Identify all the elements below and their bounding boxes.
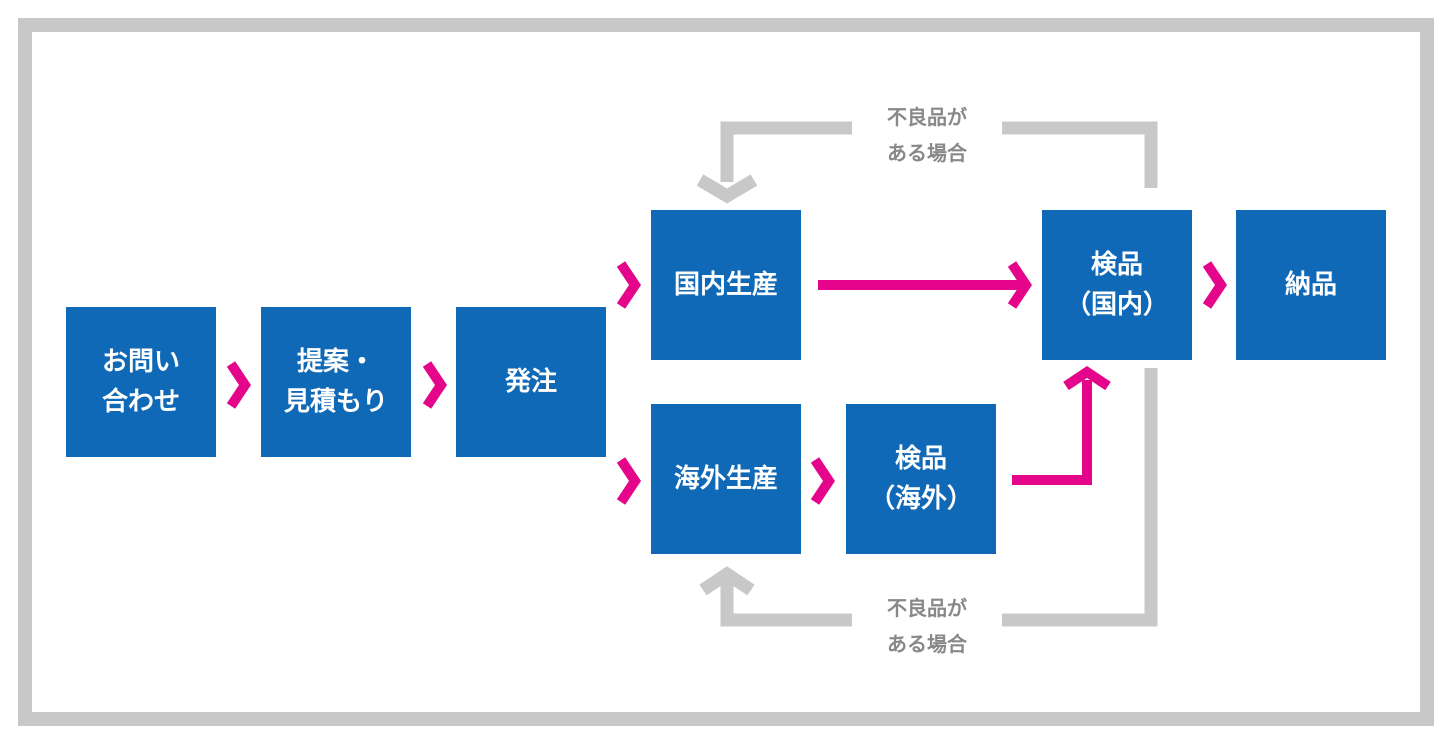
step-inquiry-line2: 合わせ xyxy=(101,387,180,417)
defect-note-top: 不良品が ある場合 xyxy=(852,99,1002,171)
step-proposal-line2: 見積もり xyxy=(283,387,388,417)
step-overseas-production-label: 海外生産 xyxy=(673,463,778,494)
chevron-overseas-inspection xyxy=(810,457,836,505)
return-arrowhead-bottom xyxy=(699,566,755,596)
chevron-order-domestic xyxy=(616,261,642,309)
chevron-inspection-delivery xyxy=(1202,261,1228,309)
step-inspection-domestic-line2: （国内） xyxy=(1064,290,1169,320)
step-inspection-overseas-line2: （海外） xyxy=(868,484,973,514)
step-inspection-domestic: 検品 （国内） xyxy=(1042,210,1192,360)
step-order: 発注 xyxy=(456,307,606,457)
step-inquiry: お問い 合わせ xyxy=(66,307,216,457)
step-inspection-overseas: 検品 （海外） xyxy=(846,404,996,554)
step-overseas-production: 海外生産 xyxy=(651,404,801,554)
defect-note-bottom-line1: 不良品が xyxy=(887,596,967,620)
defect-note-bottom: 不良品が ある場合 xyxy=(852,590,1002,662)
step-inspection-domestic-line1: 検品 xyxy=(1090,249,1143,280)
chevron-order-overseas xyxy=(616,457,642,505)
step-domestic-production-label: 国内生産 xyxy=(673,269,778,300)
step-inspection-overseas-line1: 検品 xyxy=(894,443,947,474)
defect-note-top-line1: 不良品が xyxy=(887,105,967,129)
arrowhead-domestic-to-inspection xyxy=(1007,261,1033,309)
defect-note-top-line2: ある場合 xyxy=(887,141,967,165)
return-arrowhead-top xyxy=(696,174,758,204)
step-delivery-label: 納品 xyxy=(1284,269,1337,300)
step-inquiry-line1: お問い xyxy=(101,346,180,377)
chevron-proposal-order xyxy=(422,361,448,409)
chevron-inquiry-proposal xyxy=(226,361,252,409)
step-order-label: 発注 xyxy=(504,366,557,397)
step-proposal: 提案・ 見積もり xyxy=(261,307,411,457)
step-proposal-line1: 提案・ xyxy=(296,346,375,377)
defect-note-bottom-line2: ある場合 xyxy=(887,632,967,656)
arrow-overseas-to-inspection xyxy=(1012,380,1092,485)
step-delivery: 納品 xyxy=(1236,210,1386,360)
arrowhead-overseas-to-inspection xyxy=(1063,365,1111,391)
step-domestic-production: 国内生産 xyxy=(651,210,801,360)
